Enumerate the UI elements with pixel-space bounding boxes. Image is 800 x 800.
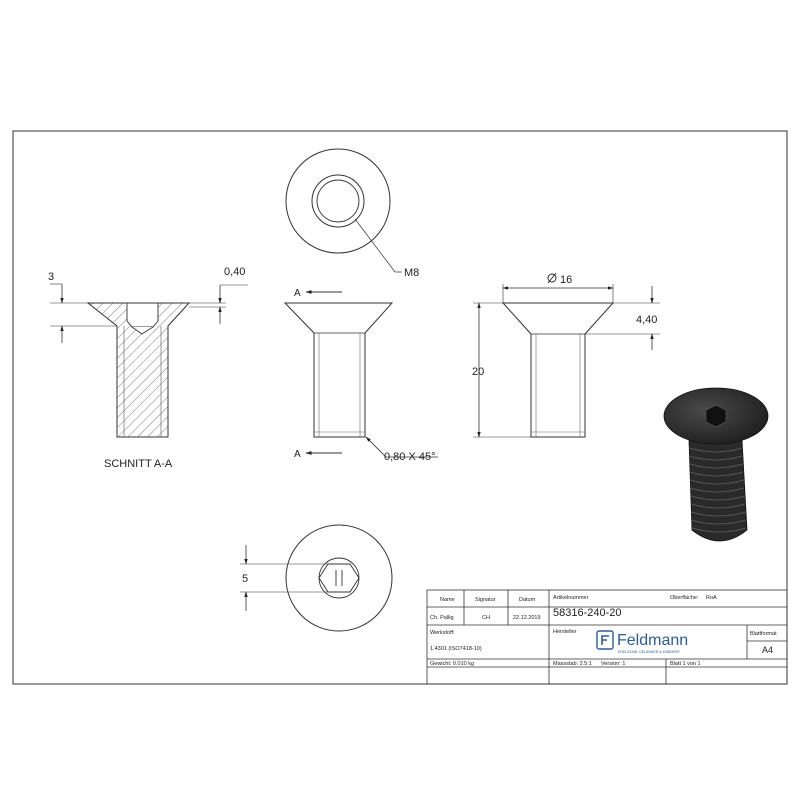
signatur-value: CH <box>482 615 490 621</box>
blatt: Blatt 1 von 1 <box>670 661 701 667</box>
hdr-artikelnummer: Artikelnummer <box>553 595 589 601</box>
render-thread-lines <box>688 447 747 533</box>
artikelnummer-value: 58316-240-20 <box>553 607 622 619</box>
werkstoff-value: 1.4301 (ISO7418-10) <box>430 646 482 652</box>
render-hex-socket <box>705 404 727 428</box>
feldmann-logo-mark <box>596 630 614 650</box>
dim-20-label: 20 <box>472 366 484 378</box>
logo-tagline: EDELSTAHL GELÄNDER & ZUBEHÖR <box>618 650 680 654</box>
screw-side-outline <box>501 302 615 438</box>
dim-5-label: 5 <box>242 573 248 585</box>
thread-inner-circle <box>316 179 360 223</box>
head-bottom-circle <box>285 524 393 632</box>
blattformat-value: A4 <box>762 645 773 655</box>
screw-3d-render <box>663 387 769 542</box>
title-block-text: Name Signatur Datum Artikelnummer Oberfl… <box>430 595 777 667</box>
section-marker-top-label: A <box>294 288 301 299</box>
dim-diameter-label: 16 <box>560 274 572 286</box>
hdr-signatur: Signatur <box>475 597 496 603</box>
top-view: M8 <box>285 148 419 279</box>
m8-leader <box>354 218 396 273</box>
logo-wordmark: Feldmann <box>617 632 688 649</box>
bottom-view: 5 <box>240 524 393 632</box>
head-outline-circle <box>285 148 391 254</box>
chamfer-leader <box>365 436 387 458</box>
gewicht: Gewicht: 0.010 kg <box>430 661 474 667</box>
hex-socket-section <box>126 302 159 328</box>
socket-cone <box>131 326 154 335</box>
section-label: SCHNITT A-A <box>104 458 173 470</box>
thread-label: M8 <box>404 267 419 279</box>
section-view: 3 0,40 SCHNITT A-A <box>48 266 248 470</box>
hdr-oberflaeche: Oberfläche: <box>670 595 699 601</box>
massstab: Massstab: 2.5:1 <box>553 661 592 667</box>
name-value: Ch. Pallig <box>430 615 454 621</box>
title-block <box>426 589 788 685</box>
hex-socket-outline <box>318 563 360 593</box>
screw-front-outline <box>283 302 394 438</box>
diameter-symbol <box>547 272 557 284</box>
front-view: A A 0,80 X 45° <box>283 288 438 463</box>
render-shank <box>688 439 748 542</box>
oberflaeche-value: RoA <box>706 595 717 601</box>
datum-value: 22.12.2019 <box>513 615 541 621</box>
hersteller-label: Hersteller <box>553 629 577 635</box>
hdr-datum: Datum <box>519 597 536 603</box>
dim-040-label: 0,40 <box>224 266 245 278</box>
werkstoff-label: Werkstoff: <box>430 630 455 636</box>
section-marker-bottom-label: A <box>294 449 301 460</box>
blattformat-label: Blattformat <box>750 631 777 637</box>
hdr-name: Name <box>440 597 455 603</box>
side-view: 16 20 4,40 <box>472 272 660 438</box>
drawing-frame <box>12 130 788 685</box>
version: Version: 1 <box>601 661 625 667</box>
dim-3-label: 3 <box>48 271 54 283</box>
chamfer-label: 0,80 X 45° <box>384 451 436 463</box>
dim-440-label: 4,40 <box>636 314 657 326</box>
thread-outer-circle <box>311 174 365 228</box>
